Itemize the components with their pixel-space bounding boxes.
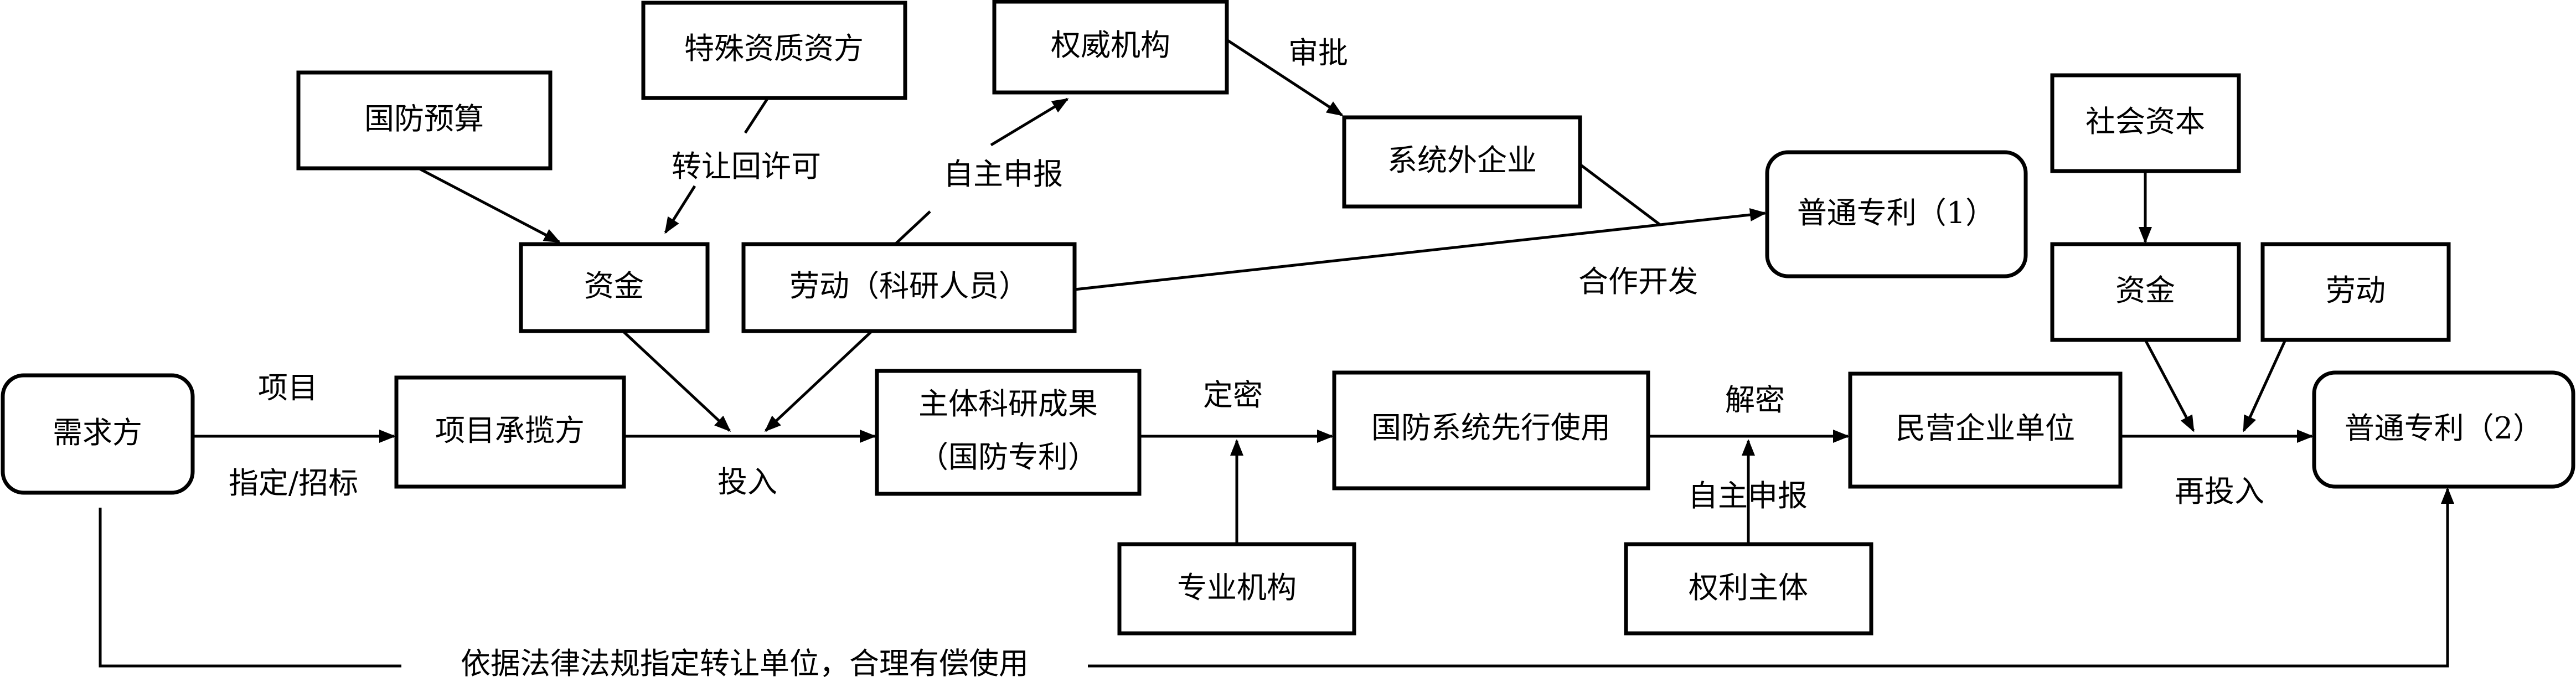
- node-defense-budget: 国防预算: [296, 70, 553, 171]
- node-professional-agency: 专业机构: [1117, 542, 1356, 636]
- label-declassify: 解密: [1725, 383, 1785, 417]
- node-professional-agency-label: 专业机构: [1177, 570, 1297, 605]
- arrow-budget-to-funds: [417, 167, 561, 244]
- label-invest: 投入: [717, 464, 777, 499]
- node-private-enterprise: 民营企业单位: [1848, 371, 2123, 489]
- label-designate-tender: 指定/招标: [229, 466, 358, 500]
- node-authority-label: 权威机构: [1051, 28, 1170, 63]
- label-project: 项目: [258, 370, 318, 405]
- arrow-funds-to-reinvest: [2144, 339, 2195, 432]
- label-approval: 审批: [1288, 35, 1348, 70]
- node-contractor: 项目承揽方: [394, 375, 626, 489]
- node-social-capital: 社会资本: [2050, 73, 2241, 173]
- node-main-result: 主体科研成果 （国防专利）: [875, 369, 1142, 496]
- arrow-bottom-route-right: [1088, 487, 2454, 668]
- node-special-qualification-label: 特殊资质资方: [684, 31, 864, 66]
- node-rights-holder-label: 权利主体: [1689, 570, 1808, 605]
- node-patent-1-label: 普通专利（1）: [1797, 195, 1995, 230]
- node-main-result-line1: 主体科研成果: [918, 386, 1098, 421]
- arrow-transfer-to-funds: [664, 185, 696, 234]
- line-bottom-route-left: [99, 508, 401, 668]
- label-cooperative-development: 合作开发: [1578, 264, 1698, 299]
- arrow-funds-to-invest: [622, 330, 731, 432]
- node-main-result-line2: （国防专利）: [918, 440, 1098, 474]
- node-special-qualification: 特殊资质资方: [641, 1, 907, 100]
- node-demand-label: 需求方: [53, 415, 142, 450]
- arrow-labor-to-reinvest: [2242, 339, 2287, 432]
- arrow-authority-to-external: [1226, 38, 1344, 117]
- node-external-enterprise-label: 系统外企业: [1387, 143, 1537, 178]
- node-patent-2: 普通专利（2）: [2312, 370, 2575, 489]
- node-defense-budget-label: 国防预算: [364, 101, 484, 136]
- line-external-to-cooperation: [1579, 163, 1662, 226]
- node-demand: 需求方: [1, 373, 195, 495]
- node-labor-right-label: 劳动: [2326, 273, 2386, 308]
- label-self-report-top: 自主申报: [943, 157, 1063, 192]
- node-funds-right: 资金: [2050, 242, 2241, 342]
- node-defense-first-use-label: 国防系统先行使用: [1371, 410, 1610, 445]
- arrow-self-report-to-authority: [990, 97, 1069, 147]
- node-patent-2-label: 普通专利（2）: [2345, 411, 2543, 446]
- label-classify: 定密: [1203, 378, 1263, 412]
- arrow-labor-to-invest: [764, 330, 873, 432]
- node-funds-right-label: 资金: [2115, 273, 2175, 308]
- line-special-qualification: [744, 97, 770, 134]
- node-labor-researchers-label: 劳动（科研人员）: [789, 268, 1029, 303]
- label-reinvest: 再投入: [2175, 474, 2264, 509]
- node-contractor-label: 项目承揽方: [435, 413, 585, 448]
- node-authority: 权威机构: [992, 0, 1229, 95]
- label-transfer-license: 转让回许可: [672, 149, 821, 184]
- label-self-report-bottom: 自主申报: [1688, 478, 1808, 513]
- node-defense-first-use: 国防系统先行使用: [1332, 370, 1650, 490]
- node-patent-1: 普通专利（1）: [1765, 150, 2028, 278]
- node-social-capital-label: 社会资本: [2085, 104, 2205, 139]
- node-private-enterprise-label: 民营企业单位: [1896, 411, 2075, 446]
- arrow-labor-to-patent-1: [1074, 208, 1767, 291]
- node-external-enterprise: 系统外企业: [1342, 115, 1582, 209]
- node-labor-researchers: 劳动（科研人员）: [741, 242, 1077, 333]
- label-bottom-route: 依据法律法规指定转让单位，合理有偿使用: [461, 646, 1029, 681]
- node-labor-right: 劳动: [2260, 242, 2451, 342]
- node-funds-left: 资金: [519, 242, 710, 333]
- node-rights-holder: 权利主体: [1624, 542, 1873, 636]
- node-funds-left-label: 资金: [584, 268, 644, 303]
- line-labor-self-report: [894, 210, 931, 245]
